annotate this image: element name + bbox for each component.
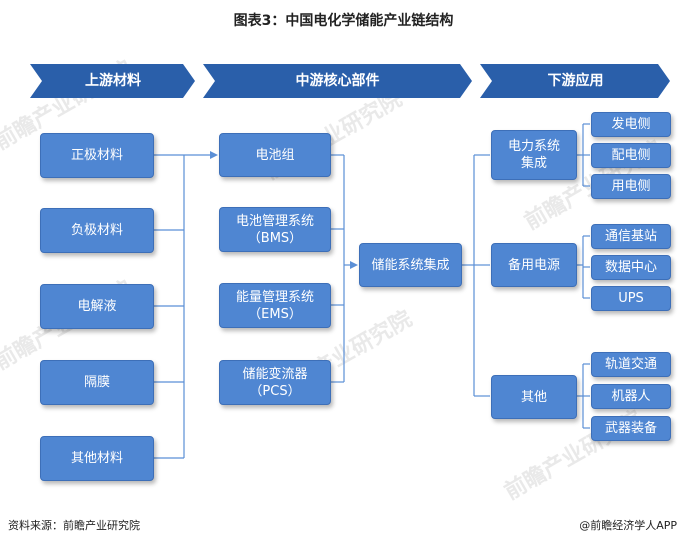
header-midstream: 中游核心部件 xyxy=(295,73,380,89)
arrowhead xyxy=(210,151,218,159)
downstream-item: 武器装备 xyxy=(591,416,671,441)
brand-note: @前瞻经济学人APP xyxy=(579,519,677,532)
midstream-box: 能量管理系统 （EMS） xyxy=(219,283,331,328)
upstream-box: 其他材料 xyxy=(40,436,154,481)
source-note: 资料来源：前瞻产业研究院 xyxy=(8,519,140,532)
arrowhead xyxy=(350,261,358,269)
downstream-item-label: 发电侧 xyxy=(611,117,651,132)
downstream-item: 轨道交通 xyxy=(591,352,671,377)
midstream-label: 电池组 xyxy=(255,147,295,163)
downstream-category-label: 备用电源 xyxy=(507,257,560,273)
downstream-item-label: 通信基站 xyxy=(604,229,657,244)
downstream-category-label: 其他 xyxy=(520,389,547,405)
upstream-box: 负极材料 xyxy=(40,208,154,253)
downstream-category: 其他 xyxy=(491,375,577,419)
upstream-label: 电解液 xyxy=(77,299,117,314)
downstream-item-label: UPS xyxy=(618,291,644,306)
upstream-label: 负极材料 xyxy=(70,223,123,238)
page-title: 图表3：中国电化学储能产业链结构 xyxy=(233,13,454,29)
downstream-item-label: 数据中心 xyxy=(604,260,657,275)
downstream-item-label: 配电侧 xyxy=(611,148,651,163)
downstream-item-label: 武器装备 xyxy=(604,421,657,436)
header-arrow-midstream xyxy=(203,64,472,98)
upstream-box: 电解液 xyxy=(40,284,154,329)
downstream-item: 数据中心 xyxy=(591,255,671,280)
header-arrow-downstream xyxy=(480,64,670,98)
midstream-label: 电池管理系统 （BMS） xyxy=(235,213,314,246)
midstream-box: 储能变流器 （PCS） xyxy=(219,360,331,405)
midstream-box: 电池组 xyxy=(219,133,331,177)
downstream-item: 发电侧 xyxy=(591,112,671,137)
downstream-category: 备用电源 xyxy=(491,243,577,287)
upstream-label: 隔膜 xyxy=(83,375,110,390)
downstream-item: 机器人 xyxy=(591,384,671,409)
downstream-item: 通信基站 xyxy=(591,224,671,249)
header-downstream: 下游应用 xyxy=(547,73,604,89)
midstream-box: 电池管理系统 （BMS） xyxy=(219,207,331,252)
integration-box: 储能系统集成 xyxy=(359,243,462,287)
midstream-label: 能量管理系统 （EMS） xyxy=(235,289,314,322)
integration-label: 储能系统集成 xyxy=(371,257,450,273)
downstream-item: 用电侧 xyxy=(591,174,671,199)
midstream-label: 储能变流器 （PCS） xyxy=(242,366,308,399)
upstream-label: 其他材料 xyxy=(70,451,123,466)
header-upstream: 上游材料 xyxy=(85,73,141,89)
downstream-item: 配电侧 xyxy=(591,143,671,168)
downstream-item-label: 轨道交通 xyxy=(604,357,657,372)
downstream-item: UPS xyxy=(591,286,671,311)
header-arrow-upstream xyxy=(30,64,195,98)
downstream-item-label: 用电侧 xyxy=(611,179,651,194)
downstream-category: 电力系统 集成 xyxy=(491,130,577,180)
upstream-box: 正极材料 xyxy=(40,133,154,178)
upstream-label: 正极材料 xyxy=(70,148,123,163)
downstream-item-label: 机器人 xyxy=(611,389,651,404)
downstream-category-label: 电力系统 集成 xyxy=(507,139,560,171)
upstream-box: 隔膜 xyxy=(40,360,154,405)
